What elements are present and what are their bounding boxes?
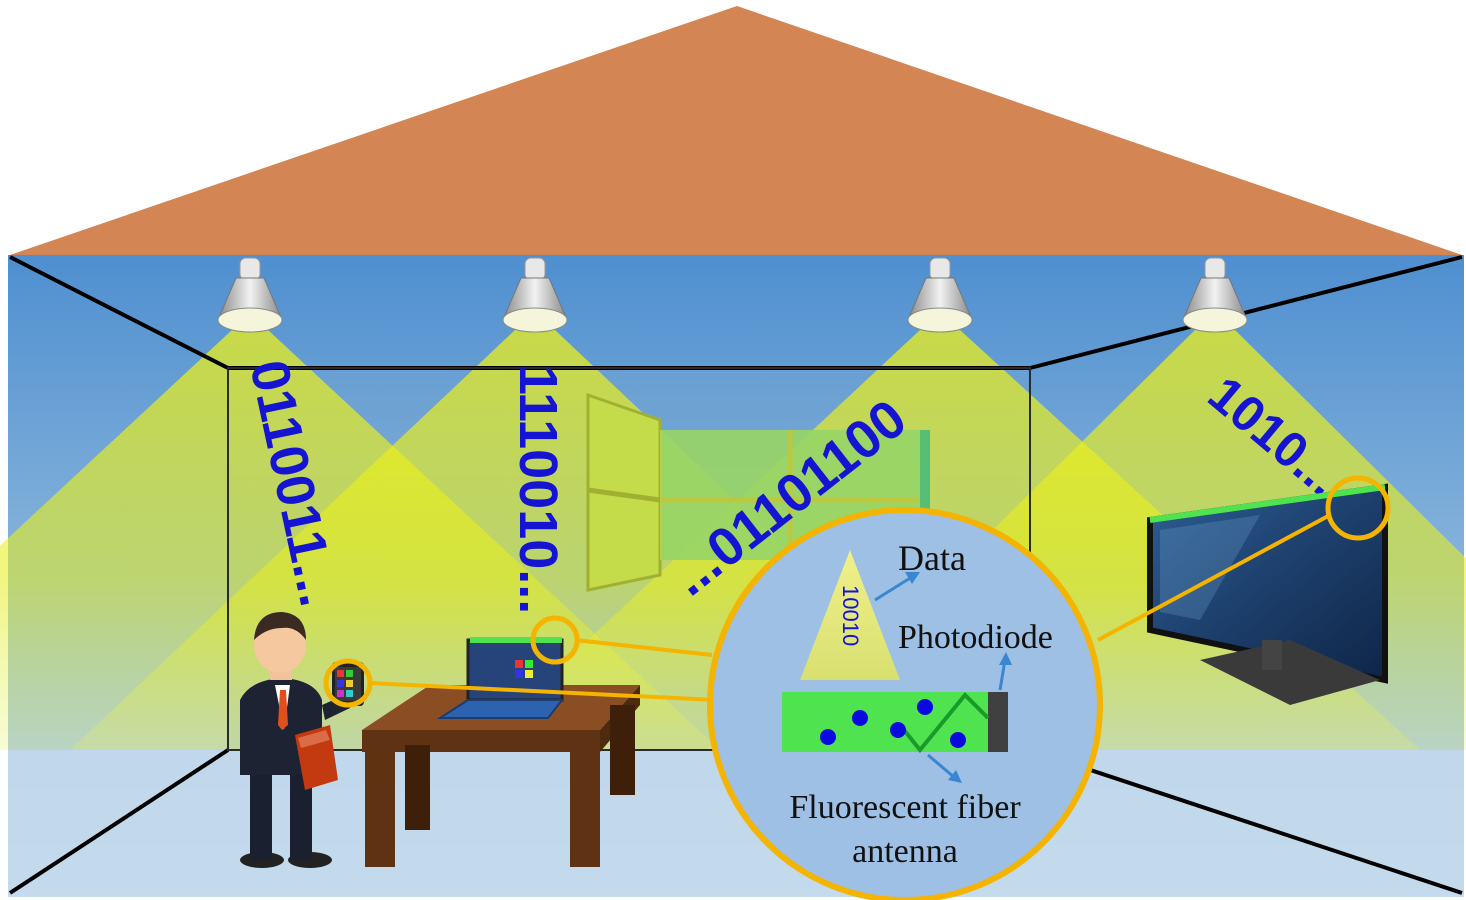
laptop-highlight-ring <box>530 615 580 665</box>
data-arrow <box>874 573 916 602</box>
fiber-dot <box>820 729 836 745</box>
fiber-arrow <box>927 753 956 780</box>
highlight-connectors <box>368 513 1331 702</box>
zoom-fiber-label-line2: antenna <box>852 833 958 870</box>
roof <box>10 6 1462 255</box>
data-arrow-head <box>905 572 920 584</box>
bit-stream-lamp-2: 1110010... <box>508 365 568 614</box>
photodiode-arrow-head <box>999 652 1012 665</box>
smartphone-icon <box>332 662 364 706</box>
ceiling-lamp-icon <box>1182 257 1248 333</box>
fiber-dot <box>890 722 906 738</box>
phone-highlight-ring <box>323 658 373 708</box>
zoom-detail: 10010 Data Photodiode Fluorescent fiber … <box>707 507 1103 900</box>
zoom-beam-bits: 10010 <box>838 585 863 646</box>
ceiling-lamp-icon <box>217 257 283 333</box>
fiber-light-path <box>898 692 990 754</box>
tv-highlight-ring <box>1325 475 1391 541</box>
zoom-photodiode-label: Photodiode <box>898 619 1053 656</box>
ceiling-lamp-icon <box>907 257 973 333</box>
fiber-dot <box>852 710 868 726</box>
fiber-arrow-head <box>948 770 962 783</box>
book-icon <box>295 725 338 790</box>
zoom-fiber-label-line1: Fluorescent fiber <box>789 789 1021 826</box>
fiber-dot <box>950 732 966 748</box>
ceiling-lamps <box>217 257 1248 333</box>
fiber-dot <box>917 699 933 715</box>
photodiode <box>988 692 1008 752</box>
zoom-ring <box>707 507 1103 900</box>
ceiling-lamp-icon <box>502 257 568 333</box>
zoom-light-beam <box>800 550 900 680</box>
zoom-data-label: Data <box>898 538 966 578</box>
